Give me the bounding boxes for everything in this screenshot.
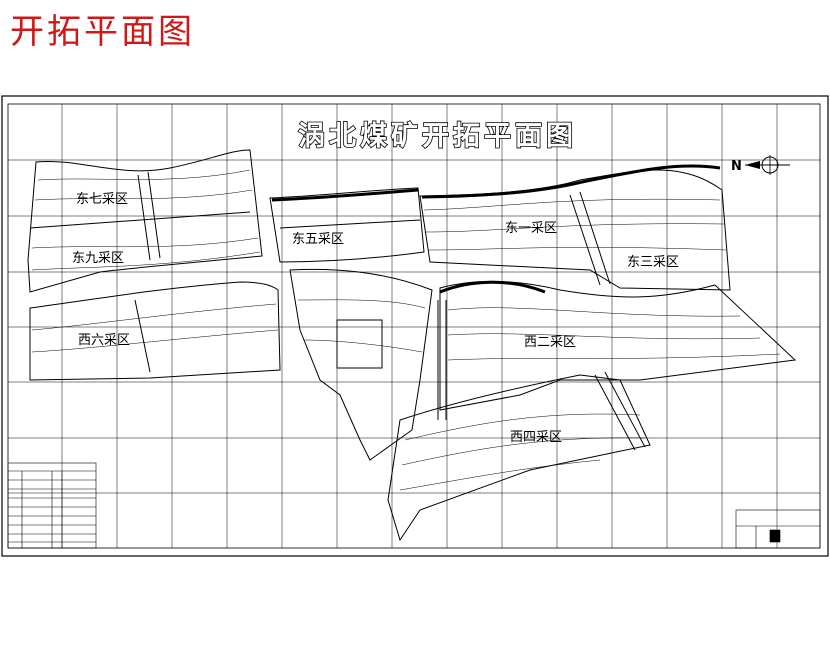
contour-lines xyxy=(31,169,781,491)
district-label-east-9: 东九采区 xyxy=(72,251,124,266)
seam-edge-lines xyxy=(271,164,721,294)
district-label-east-7: 东七采区 xyxy=(76,192,128,207)
district-label-east-5: 东五采区 xyxy=(292,232,344,247)
district-labels: 东七采区 东九采区 东五采区 东一采区 东三采区 西六采区 西二采区 西四采区 xyxy=(72,192,679,445)
title-block xyxy=(735,509,821,549)
district-outlines xyxy=(27,149,797,542)
north-arrow-icon: N xyxy=(731,155,790,175)
district-label-west-2: 西二采区 xyxy=(524,335,576,350)
district-label-west-6: 西六采区 xyxy=(78,333,130,348)
drawing-frame xyxy=(1,95,829,557)
legend-table xyxy=(7,462,97,549)
svg-text:N: N xyxy=(731,159,742,174)
district-label-east-3: 东三采区 xyxy=(627,255,679,270)
district-label-east-1: 东一采区 xyxy=(505,221,557,236)
page-heading: 开拓平面图 xyxy=(10,12,195,52)
map-title: 涡北煤矿开拓平面图 xyxy=(298,120,577,152)
district-label-west-4: 西四采区 xyxy=(510,430,562,445)
